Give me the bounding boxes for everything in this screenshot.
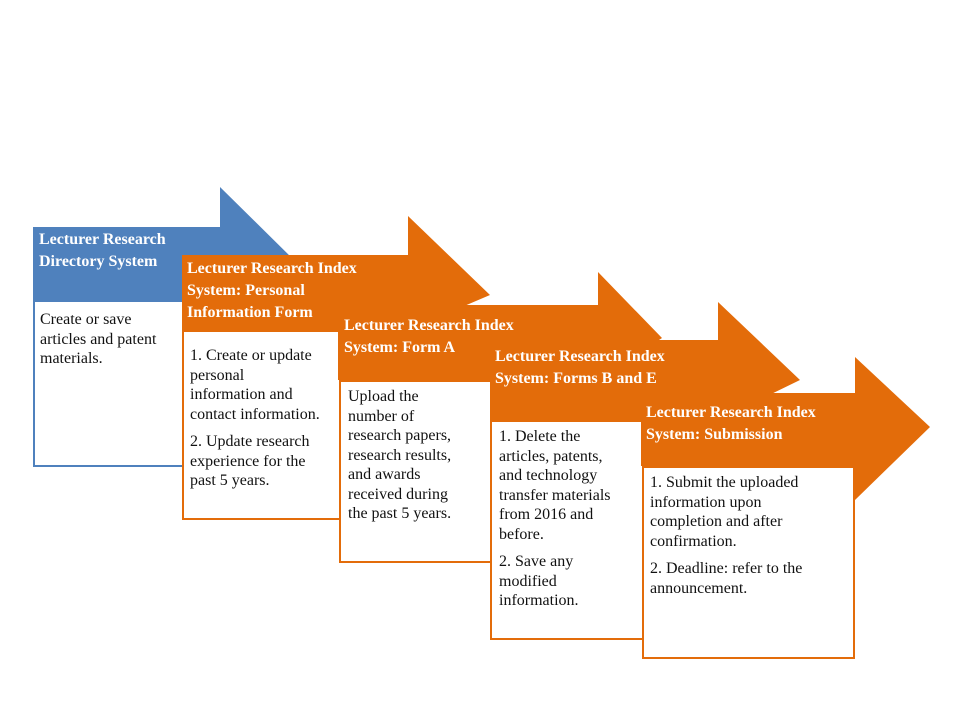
step-4-title: Lecturer Research Index System: Forms B … xyxy=(495,348,665,387)
step-1-title: Lecturer Research Directory System xyxy=(39,231,166,270)
step-1-box: Create or save articles and patent mater… xyxy=(33,300,193,467)
step-3-text: Upload the number of research papers, re… xyxy=(348,388,452,522)
step-4-text-1: 1. Delete the articles, patents, and tec… xyxy=(499,428,611,543)
step-5-box: 1. Submit the uploaded information upon … xyxy=(642,466,855,659)
step-2-text-1: 1. Create or update personal information… xyxy=(190,347,320,423)
step-1-text: Create or save articles and patent mater… xyxy=(40,311,157,367)
step-2-box: 1. Create or update personal information… xyxy=(182,330,342,520)
step-4-text-2: 2. Save any modified information. xyxy=(499,553,579,609)
step-4-box: 1. Delete the articles, patents, and tec… xyxy=(490,420,645,640)
step-5-text-2: 2. Deadline: refer to the announcement. xyxy=(650,560,803,597)
step-5-text-1: 1. Submit the uploaded information upon … xyxy=(650,474,799,550)
step-5-title: Lecturer Research Index System: Submissi… xyxy=(646,404,816,443)
step-3-box: Upload the number of research papers, re… xyxy=(339,380,494,563)
step-2-text-2: 2. Update research experience for the pa… xyxy=(190,433,310,489)
